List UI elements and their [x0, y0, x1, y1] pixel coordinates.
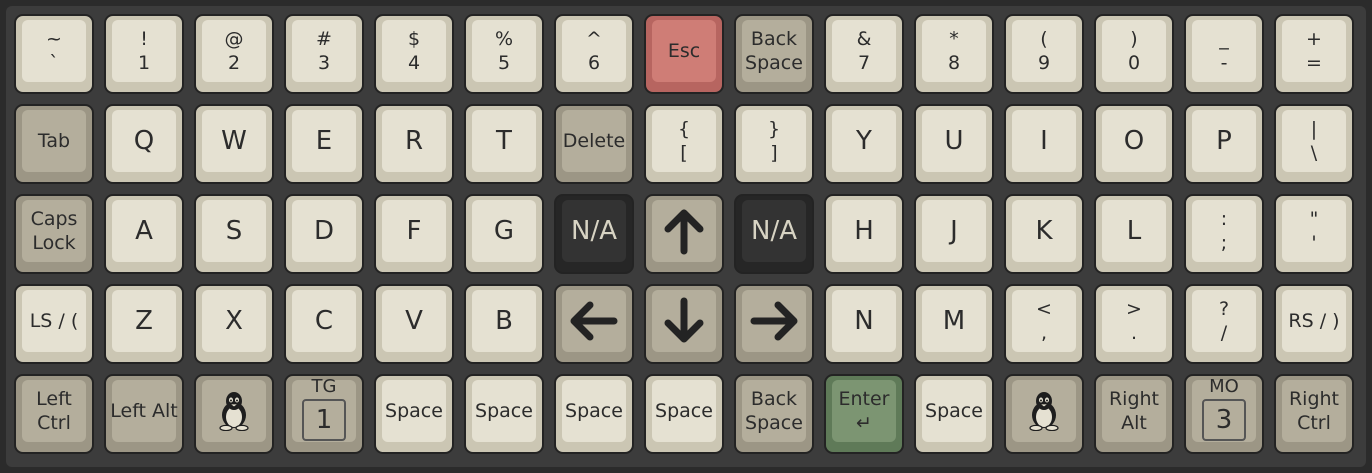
- key-space-4[interactable]: Space: [644, 374, 724, 454]
- key-left-alt[interactable]: Left Alt: [104, 374, 184, 454]
- key-m[interactable]: M: [914, 284, 994, 364]
- key-super-right[interactable]: [1004, 374, 1084, 454]
- key-5[interactable]: %5: [464, 14, 544, 94]
- linux-tux-icon: [217, 391, 251, 431]
- key-d[interactable]: D: [284, 194, 364, 274]
- key-period[interactable]: >.: [1094, 284, 1174, 364]
- key-e[interactable]: E: [284, 104, 364, 184]
- key-9[interactable]: (9: [1004, 14, 1084, 94]
- key-arrow-left[interactable]: [554, 284, 634, 364]
- key-n[interactable]: N: [824, 284, 904, 364]
- key-b[interactable]: B: [464, 284, 544, 364]
- key-tab[interactable]: Tab: [14, 104, 94, 184]
- key-1[interactable]: !1: [104, 14, 184, 94]
- key-p[interactable]: P: [1184, 104, 1264, 184]
- key-7[interactable]: &7: [824, 14, 904, 94]
- key-space-3[interactable]: Space: [554, 374, 634, 454]
- key-f[interactable]: F: [374, 194, 454, 274]
- key-na-left[interactable]: N/A: [554, 194, 634, 274]
- arrow-up-icon: [660, 207, 708, 255]
- key-grave-tilde[interactable]: ~`: [14, 14, 94, 94]
- key-a[interactable]: A: [104, 194, 184, 274]
- key-z[interactable]: Z: [104, 284, 184, 364]
- key-3[interactable]: #3: [284, 14, 364, 94]
- key-left-shift-paren[interactable]: LS / (: [14, 284, 94, 364]
- key-u[interactable]: U: [914, 104, 994, 184]
- key-t[interactable]: T: [464, 104, 544, 184]
- key-delete[interactable]: Delete: [554, 104, 634, 184]
- key-o[interactable]: O: [1094, 104, 1174, 184]
- key-x[interactable]: X: [194, 284, 274, 364]
- key-backslash[interactable]: |\: [1274, 104, 1354, 184]
- key-y[interactable]: Y: [824, 104, 904, 184]
- key-toggle-layer-1[interactable]: TG 1: [284, 374, 364, 454]
- key-space-5[interactable]: Space: [914, 374, 994, 454]
- key-l[interactable]: L: [1094, 194, 1174, 274]
- key-quote[interactable]: "': [1274, 194, 1354, 274]
- key-4[interactable]: $4: [374, 14, 454, 94]
- key-semicolon[interactable]: :;: [1184, 194, 1264, 274]
- key-arrow-up[interactable]: [644, 194, 724, 274]
- key-arrow-down[interactable]: [644, 284, 724, 364]
- key-space-2[interactable]: Space: [464, 374, 544, 454]
- key-k[interactable]: K: [1004, 194, 1084, 274]
- layer-number-box: 3: [1202, 399, 1246, 441]
- key-escape[interactable]: Esc: [644, 14, 724, 94]
- key-equals[interactable]: +=: [1274, 14, 1354, 94]
- key-enter[interactable]: Enter↵: [824, 374, 904, 454]
- key-j[interactable]: J: [914, 194, 994, 274]
- key-space-1[interactable]: Space: [374, 374, 454, 454]
- key-s[interactable]: S: [194, 194, 274, 274]
- key-arrow-right[interactable]: [734, 284, 814, 364]
- enter-return-icon: ↵: [856, 412, 872, 434]
- key-q[interactable]: Q: [104, 104, 184, 184]
- key-comma[interactable]: <,: [1004, 284, 1084, 364]
- arrow-down-icon: [660, 297, 708, 345]
- key-momentary-layer-3[interactable]: MO 3: [1184, 374, 1264, 454]
- arrow-left-icon: [568, 297, 620, 345]
- linux-tux-icon: [1027, 391, 1061, 431]
- key-8[interactable]: *8: [914, 14, 994, 94]
- key-left-bracket[interactable]: {[: [644, 104, 724, 184]
- key-0[interactable]: )0: [1094, 14, 1174, 94]
- key-super-left[interactable]: [194, 374, 274, 454]
- arrow-right-icon: [748, 297, 800, 345]
- key-2[interactable]: @2: [194, 14, 274, 94]
- layer-number-box: 1: [302, 399, 346, 441]
- key-v[interactable]: V: [374, 284, 454, 364]
- key-minus[interactable]: _-: [1184, 14, 1264, 94]
- key-h[interactable]: H: [824, 194, 904, 274]
- key-i[interactable]: I: [1004, 104, 1084, 184]
- key-w[interactable]: W: [194, 104, 274, 184]
- key-na-right[interactable]: N/A: [734, 194, 814, 274]
- key-slash[interactable]: ?/: [1184, 284, 1264, 364]
- key-g[interactable]: G: [464, 194, 544, 274]
- key-6[interactable]: ^6: [554, 14, 634, 94]
- key-r[interactable]: R: [374, 104, 454, 184]
- key-right-bracket[interactable]: }]: [734, 104, 814, 184]
- key-right-shift-paren[interactable]: RS / ): [1274, 284, 1354, 364]
- key-c[interactable]: C: [284, 284, 364, 364]
